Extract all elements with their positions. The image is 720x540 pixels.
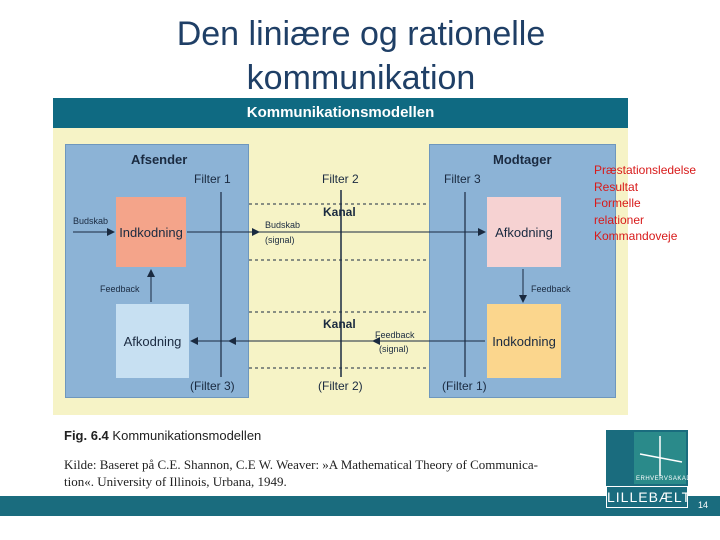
channel-bottom-label: Kanal bbox=[323, 317, 356, 331]
figure-source: Kilde: Baseret på C.E. Shannon, C.E W. W… bbox=[64, 456, 604, 490]
slide-title-line1: Den liniære og rationelle bbox=[176, 15, 546, 53]
figure-source-line2: tion«. University of Illinois, Urbana, 1… bbox=[64, 474, 287, 489]
channel-feedback-signal-label: (signal) bbox=[379, 344, 409, 354]
filter-1-label: Filter 1 bbox=[194, 172, 231, 186]
receiver-label: Modtager bbox=[493, 152, 552, 167]
input-message-label: Budskab bbox=[73, 216, 109, 226]
side-keyword-list: Præstationsledelse Resultat Formelle rel… bbox=[594, 162, 696, 245]
channel-top-label: Kanal bbox=[323, 205, 356, 219]
side-keyword: Kommandoveje bbox=[594, 229, 678, 243]
dashed-guides bbox=[249, 203, 429, 369]
figure-number: Fig. 6.4 bbox=[64, 428, 109, 443]
logo-name: LILLEBÆLT bbox=[606, 486, 690, 508]
sender-encode-box: Indkodning bbox=[116, 197, 186, 267]
channel-message-signal-label: (signal) bbox=[265, 235, 295, 245]
channel-message-label: Budskab bbox=[265, 220, 301, 230]
slide-title-line2: kommunikation bbox=[246, 59, 476, 97]
side-keyword: Præstationsledelse bbox=[594, 163, 697, 177]
filter-3-label: Filter 3 bbox=[444, 172, 481, 186]
side-keyword: Formelle bbox=[594, 196, 641, 210]
footer-bar bbox=[0, 496, 720, 516]
figure-caption: Fig. 6.4 Kommunikationsmodellen bbox=[64, 428, 261, 443]
school-logo: ERHVERVSAKADEMIET LILLEBÆLT bbox=[606, 430, 712, 510]
flow-arrows bbox=[73, 190, 527, 377]
channel-feedback-label: Feedback bbox=[375, 330, 415, 340]
receiver-feedback-label: Feedback bbox=[531, 284, 571, 294]
filter-1-return-label: (Filter 1) bbox=[442, 379, 487, 393]
feedback-vertical-arrows bbox=[147, 269, 527, 303]
filter-2-label: Filter 2 bbox=[322, 172, 359, 186]
receiver-encode-box: Indkodning bbox=[487, 304, 561, 378]
page-number: 14 bbox=[698, 500, 709, 510]
side-keyword: relationer bbox=[594, 212, 645, 227]
sender-label: Afsender bbox=[131, 152, 188, 167]
logo-small-text: ERHVERVSAKADEMIET bbox=[636, 476, 713, 482]
figure-header: Kommunikationsmodellen bbox=[53, 98, 628, 128]
sender-decode-box: Afkodning bbox=[116, 304, 189, 378]
communication-model-figure: Kommunikationsmodellen Afsender Modtager… bbox=[53, 98, 628, 415]
logo-emblem bbox=[634, 432, 686, 484]
logo-emblem-icon bbox=[639, 436, 683, 476]
sender-feedback-label: Feedback bbox=[100, 284, 140, 294]
side-keyword: Resultat bbox=[594, 179, 639, 194]
slide-title: Den liniære og rationelle kommunikation bbox=[0, 12, 720, 100]
figure-caption-title: Kommunikationsmodellen bbox=[112, 428, 262, 443]
filter-2-return-label: (Filter 2) bbox=[318, 379, 363, 393]
filter-lines bbox=[220, 190, 466, 377]
figure-source-line1: Kilde: Baseret på C.E. Shannon, C.E W. W… bbox=[64, 457, 538, 472]
filter-3-return-label: (Filter 3) bbox=[190, 379, 235, 393]
receiver-decode-box: Afkodning bbox=[487, 197, 561, 267]
